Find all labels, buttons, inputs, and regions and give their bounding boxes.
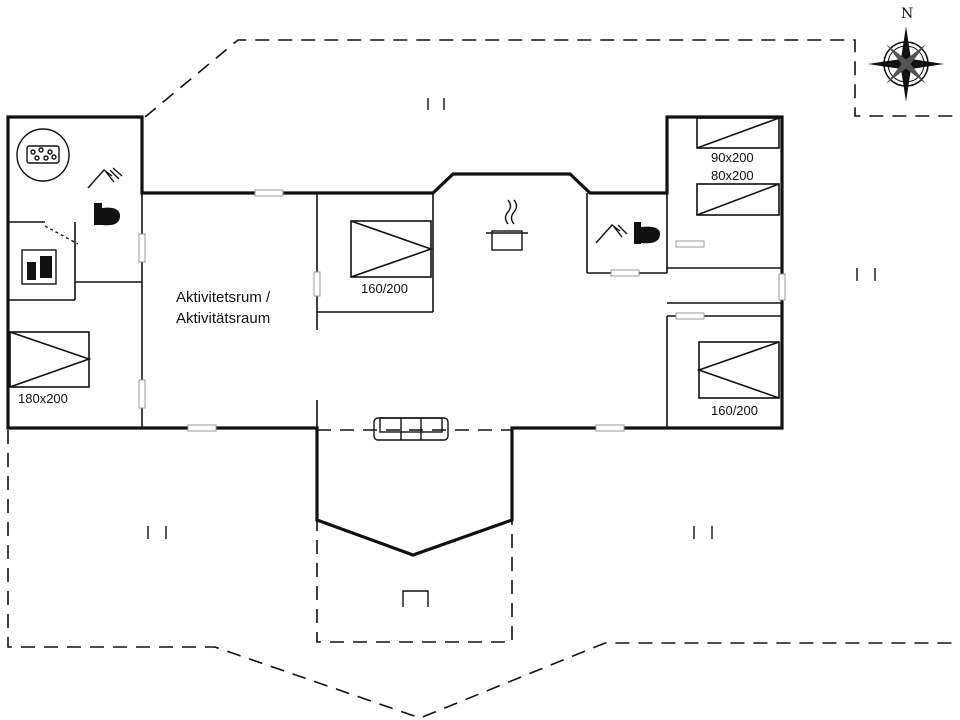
interior-walls (8, 193, 782, 428)
bed-bottom-right-label: 160/200 (711, 403, 758, 418)
fireplace-icon (402, 590, 429, 607)
bed-top-right-1: 90x200 (696, 117, 780, 165)
bed-bottom-right: 160/200 (696, 341, 780, 418)
exterior-walls (6, 115, 784, 557)
activity-room-label: Aktivitetsrum / Aktivitätsraum (176, 289, 271, 327)
terrace-outline (7, 39, 955, 719)
compass-north-label: N (901, 6, 913, 22)
bed-top-right-1-label: 90x200 (711, 150, 754, 165)
activity-room-line2: Aktivitätsraum (176, 310, 270, 327)
bed-center: 160/200 (350, 220, 434, 296)
bed-top-right-2: 80x200 (696, 168, 780, 216)
hot-tub-icon (16, 128, 70, 182)
bed-top-right-2-label: 80x200 (711, 168, 754, 183)
sauna-icon (21, 225, 79, 285)
sofa-icon (373, 417, 449, 441)
bed-center-label: 160/200 (361, 281, 408, 296)
toilet-icon (94, 203, 120, 226)
toilet-icon (634, 222, 660, 244)
compass-rose-icon: N (868, 6, 944, 102)
bed-left-label: 180x200 (18, 391, 68, 406)
openings (138, 189, 786, 432)
shower-icon (87, 167, 123, 189)
activity-room-line1: Aktivitetsrum / (176, 289, 271, 306)
terrace-markers (147, 98, 876, 539)
shower-icon (595, 224, 628, 244)
cooking-pot-icon (486, 199, 528, 251)
bed-left: 180x200 (9, 331, 92, 406)
